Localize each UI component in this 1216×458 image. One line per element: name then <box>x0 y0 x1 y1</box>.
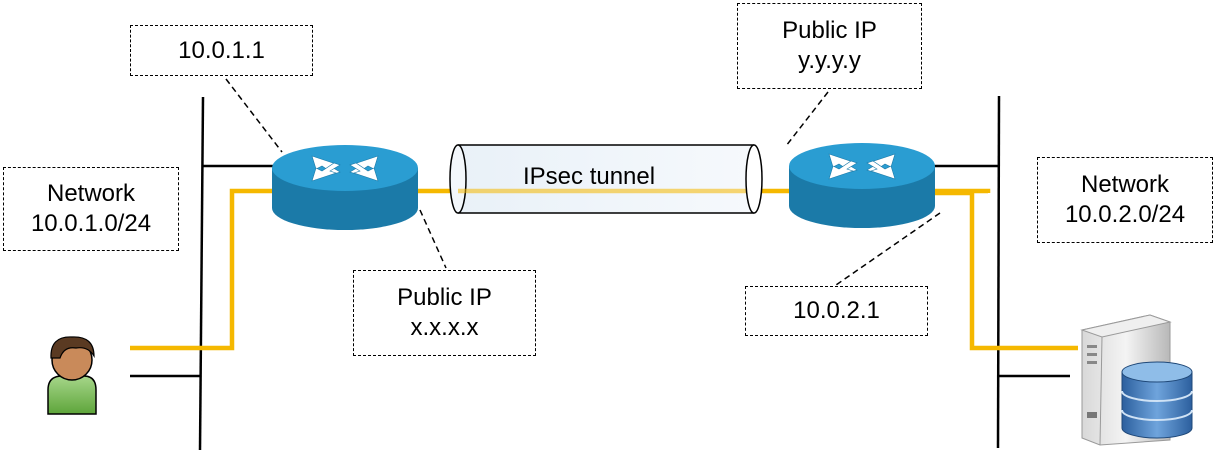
left-public-title: Public IP <box>397 284 492 311</box>
router-left-icon <box>272 145 418 230</box>
right-private-ip-text: 10.0.2.1 <box>793 297 880 324</box>
network-right-title: Network <box>1080 171 1170 198</box>
leader-left-private <box>225 78 283 153</box>
network-left-title: Network <box>46 180 136 207</box>
traffic-path-right <box>930 190 1078 351</box>
ipsec-tunnel <box>449 144 763 214</box>
network-right-cidr: 10.0.2.0/24 <box>1064 201 1186 228</box>
network-right-backbone <box>996 95 1001 449</box>
left-public-ip-text: x.x.x.x <box>410 314 479 341</box>
callout-network-left: Network 10.0.1.0/24 <box>3 167 179 251</box>
callout-right-private-ip: 10.0.2.1 <box>745 286 928 336</box>
network-left-backbone <box>198 96 205 451</box>
leader-right-public <box>785 91 829 147</box>
left-private-ip-text: 10.0.1.1 <box>178 36 265 64</box>
callout-left-public-ip: Public IP x.x.x.x <box>353 270 536 356</box>
leader-right-private <box>835 212 941 286</box>
server-database-icon <box>1080 314 1193 446</box>
right-public-ip-text: y.y.y.y <box>798 47 861 74</box>
leader-left-public <box>419 209 447 269</box>
callout-right-public-ip: Public IP y.y.y.y <box>737 3 922 89</box>
user-icon <box>47 336 97 415</box>
router-right-icon <box>789 143 935 228</box>
callout-network-right: Network 10.0.2.0/24 <box>1037 157 1213 243</box>
network-left-cidr: 10.0.1.0/24 <box>30 210 152 237</box>
right-public-title: Public IP <box>782 17 877 44</box>
callout-left-private-ip: 10.0.1.1 <box>130 25 313 76</box>
tunnel-label: IPsec tunnel <box>523 163 656 190</box>
